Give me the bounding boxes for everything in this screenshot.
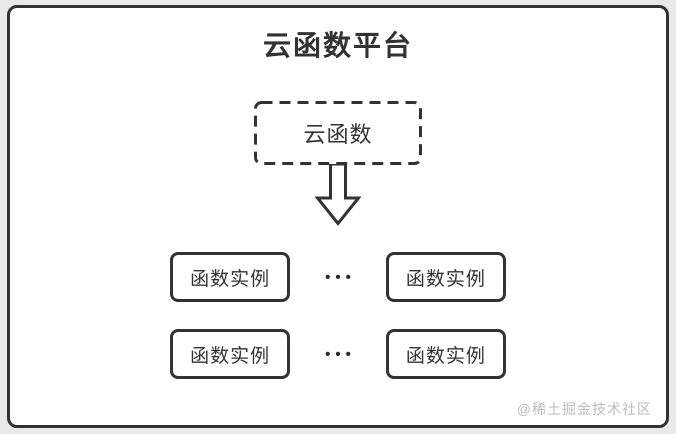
page-title: 云函数平台 <box>262 30 413 61</box>
cloud-function-box: 云函数 <box>254 101 422 165</box>
cloud-function-label: 云函数 <box>303 122 373 147</box>
function-instance-label: 函数实例 <box>405 268 486 290</box>
function-instance-box: 函数实例 <box>385 329 506 379</box>
instance-row-1: 函数实例 ••• 函数实例 <box>10 252 666 302</box>
function-instance-label: 函数实例 <box>190 268 271 290</box>
function-instance-label: 函数实例 <box>190 345 271 367</box>
ellipsis-dots: ••• <box>325 345 356 363</box>
diagram-panel: 云函数平台 云函数 函数实例 ••• 函数实例 函数实例 ••• <box>7 5 669 428</box>
watermark: @稀土掘金技术社区 <box>516 401 652 417</box>
instance-row-2: 函数实例 ••• 函数实例 <box>10 329 666 379</box>
function-instance-box: 函数实例 <box>170 329 291 379</box>
function-instance-box: 函数实例 <box>170 252 291 302</box>
function-instance-box: 函数实例 <box>385 252 506 302</box>
down-arrow-icon <box>315 164 361 226</box>
ellipsis-dots: ••• <box>325 268 356 286</box>
function-instance-label: 函数实例 <box>405 345 486 367</box>
